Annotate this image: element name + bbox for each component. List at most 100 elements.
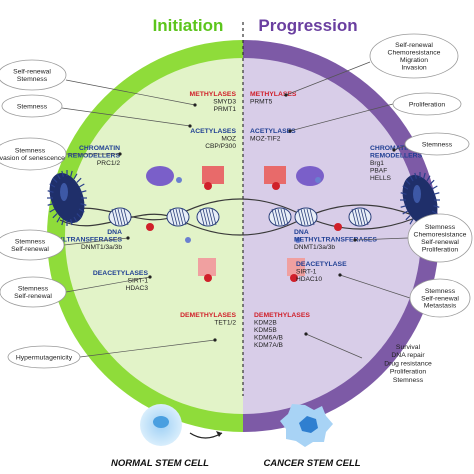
acetyl-mark-2 — [315, 177, 321, 183]
normal-stem-cell-graphic — [140, 404, 182, 446]
callout-text: Proliferation — [409, 101, 445, 108]
callout-text: Stemness — [15, 239, 46, 246]
enzyme-member: KDM2B — [254, 320, 277, 327]
enzyme-member: PRMT1 — [214, 106, 237, 113]
right-callouts-item: Proliferation — [288, 92, 462, 133]
enzyme-title: DNA — [107, 229, 122, 236]
callout-text: Stemness — [425, 288, 456, 295]
cancer-stem-cell-label: CANCER STEM CELL — [263, 458, 360, 469]
cancer-feature-text: Drug resistance — [384, 360, 432, 367]
cancer-feature-text: Survival — [396, 344, 421, 351]
enzyme-title: REMODELLERS — [68, 153, 121, 160]
enzyme-member: HDAC10 — [296, 276, 322, 283]
demethylase-block-right — [287, 258, 305, 276]
enzyme-title: METHYLASES — [190, 91, 237, 98]
nucleosome — [108, 207, 132, 227]
enzyme-title: REMODELLERS — [370, 153, 423, 160]
enzyme-title: CHROMATIN — [370, 145, 411, 152]
enzyme-member: KDM6A/B — [254, 335, 284, 342]
enzyme-title: CHROMATIN — [79, 145, 120, 152]
callout-text: Chemoresistance — [414, 232, 467, 239]
right-callouts-item: StemnessChemoresistanceSelf-renewalProli… — [353, 213, 473, 263]
methyl-mark-2 — [272, 182, 280, 190]
nucleosome — [348, 207, 372, 227]
callout-text: Stemness — [17, 76, 48, 83]
callout-text: Self-renewal — [13, 69, 51, 76]
callout-text: Metastasis — [424, 303, 457, 310]
acetyl-mark-3 — [185, 237, 191, 243]
nucleosome — [196, 207, 220, 227]
methyl-mark-6 — [290, 274, 298, 282]
initiation-title: Initiation — [153, 16, 224, 35]
nucleosome — [294, 207, 318, 227]
enzyme-member: DNMT1/3a/3b — [81, 244, 122, 251]
transformation-arrow — [189, 431, 223, 439]
callout-text: Self-renewal — [395, 42, 433, 49]
callout-text: Chemoresistance — [388, 50, 441, 57]
enzyme-member: PBAF — [370, 168, 387, 175]
enzyme-member: MOZ — [221, 136, 236, 143]
enzyme-member: MOZ-TIF2 — [250, 136, 281, 143]
enzyme-member: HDAC3 — [126, 285, 149, 292]
enzyme-title: ACETYLASES — [190, 128, 236, 135]
enzyme-member: CBP/P300 — [205, 143, 236, 150]
enzyme-member: SMYD3 — [213, 99, 236, 106]
enzyme-title: DEACETYLASE — [296, 261, 347, 268]
enzyme-title: METHYLTRANSFERASES — [294, 237, 377, 244]
callout-text: Stemness — [17, 103, 48, 110]
enzyme-member: KDM7A/B — [254, 342, 284, 349]
callout-text: Self-renewal — [11, 246, 49, 253]
cancer-stem-cell-graphic — [280, 404, 333, 447]
enzyme-member: TET1/2 — [214, 320, 236, 327]
enzyme-member: SIRT-1 — [128, 278, 149, 285]
nucleosome — [166, 207, 190, 227]
enzyme-title: DEACETYLASES — [93, 270, 149, 277]
callout-text: Self-renewal — [421, 295, 459, 302]
methyl-mark-5 — [204, 274, 212, 282]
right-callouts-item: Stemness — [392, 132, 470, 156]
enzyme-member: HELLS — [370, 175, 391, 182]
acetyl-mark-1 — [176, 177, 182, 183]
left-callouts-item: Hypermutagenicity — [7, 338, 217, 369]
left-callouts-item: Stemness — [1, 94, 192, 128]
callout-text: Stemness — [18, 286, 49, 293]
callout-text: Migration — [400, 57, 428, 64]
enzyme-title: DNA — [294, 229, 309, 236]
enzyme-title: DEMETHYLASES — [254, 312, 310, 319]
acetylase-block-left — [202, 166, 224, 184]
callout-text: Stemness — [15, 148, 46, 155]
callout-text: Invasion — [401, 64, 427, 71]
enzyme-member: SIRT-1 — [296, 269, 317, 276]
callout-text: Self-renewal — [421, 239, 459, 246]
cancer-feature-text: Stemness — [393, 377, 424, 384]
enzyme-decorations — [146, 166, 342, 282]
nucleosome-group — [108, 207, 372, 227]
enzyme-member: Brg1 — [370, 160, 384, 167]
right-callouts-item: Self-renewalChemoresistanceMigrationInva… — [284, 33, 459, 97]
enzyme-title: METHYLTRANSFERASES — [39, 237, 122, 244]
callout-text: Self-renewal — [14, 293, 52, 300]
callout-text: Stemness — [422, 141, 453, 148]
nucleosome — [268, 207, 292, 227]
enzyme-title: ACETYLASES — [250, 128, 296, 135]
enzyme-title: METHYLASES — [250, 91, 297, 98]
methyl-mark-3 — [146, 223, 154, 231]
enzyme-title: DEMETHYLASES — [180, 312, 236, 319]
